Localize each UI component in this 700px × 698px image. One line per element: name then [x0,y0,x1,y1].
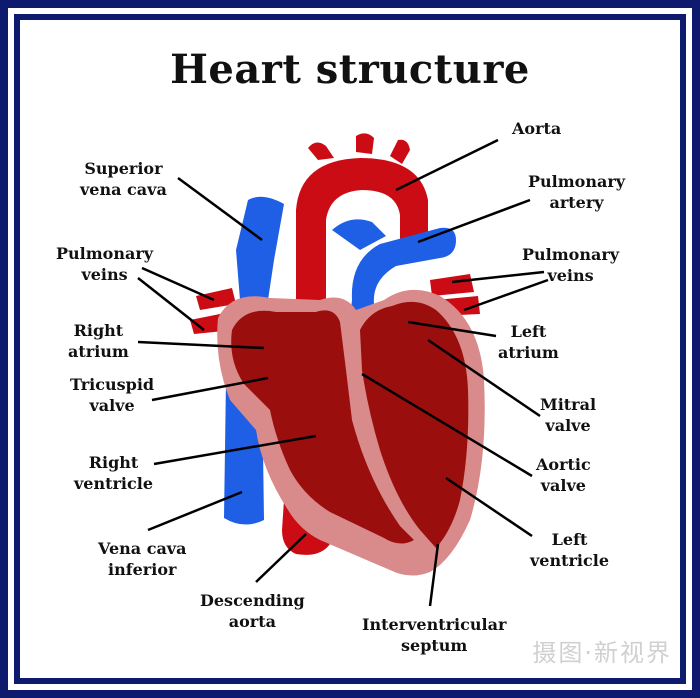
label-left-ventricle: Left ventricle [530,530,610,570]
aorta-shape [296,133,428,300]
label-mitral-valve: Mitral valve [540,395,597,435]
label-descending-aorta: Descending aorta [200,591,305,631]
label-aortic-valve: Aortic valve [536,455,591,495]
heart-muscle-shape [231,301,469,548]
pulmonary-artery-shape [332,219,456,374]
label-pulmonary-artery: Pulmonary artery [528,172,626,212]
label-superior-vena-cava: Superior vena cava [80,159,167,199]
label-tricuspid-valve: Tricuspid valve [70,375,155,415]
label-aorta: Aorta [512,119,562,138]
label-vena-cava-inferior: Vena cava inferior [98,539,187,579]
label-right-ventricle: Right ventricle [74,453,154,493]
leader-lines [137,138,549,607]
label-left-atrium: Left atrium [498,322,559,362]
label-interventricular-septum: Interventricular septum [362,615,507,655]
page-title: Heart structure [170,46,530,93]
label-pulmonary-veins-right: Pulmonary veins [522,245,620,285]
label-right-atrium: Right atrium [68,321,129,361]
label-pulmonary-veins-left: Pulmonary veins [56,244,154,284]
watermark: 摄图·新视界 [532,639,672,667]
